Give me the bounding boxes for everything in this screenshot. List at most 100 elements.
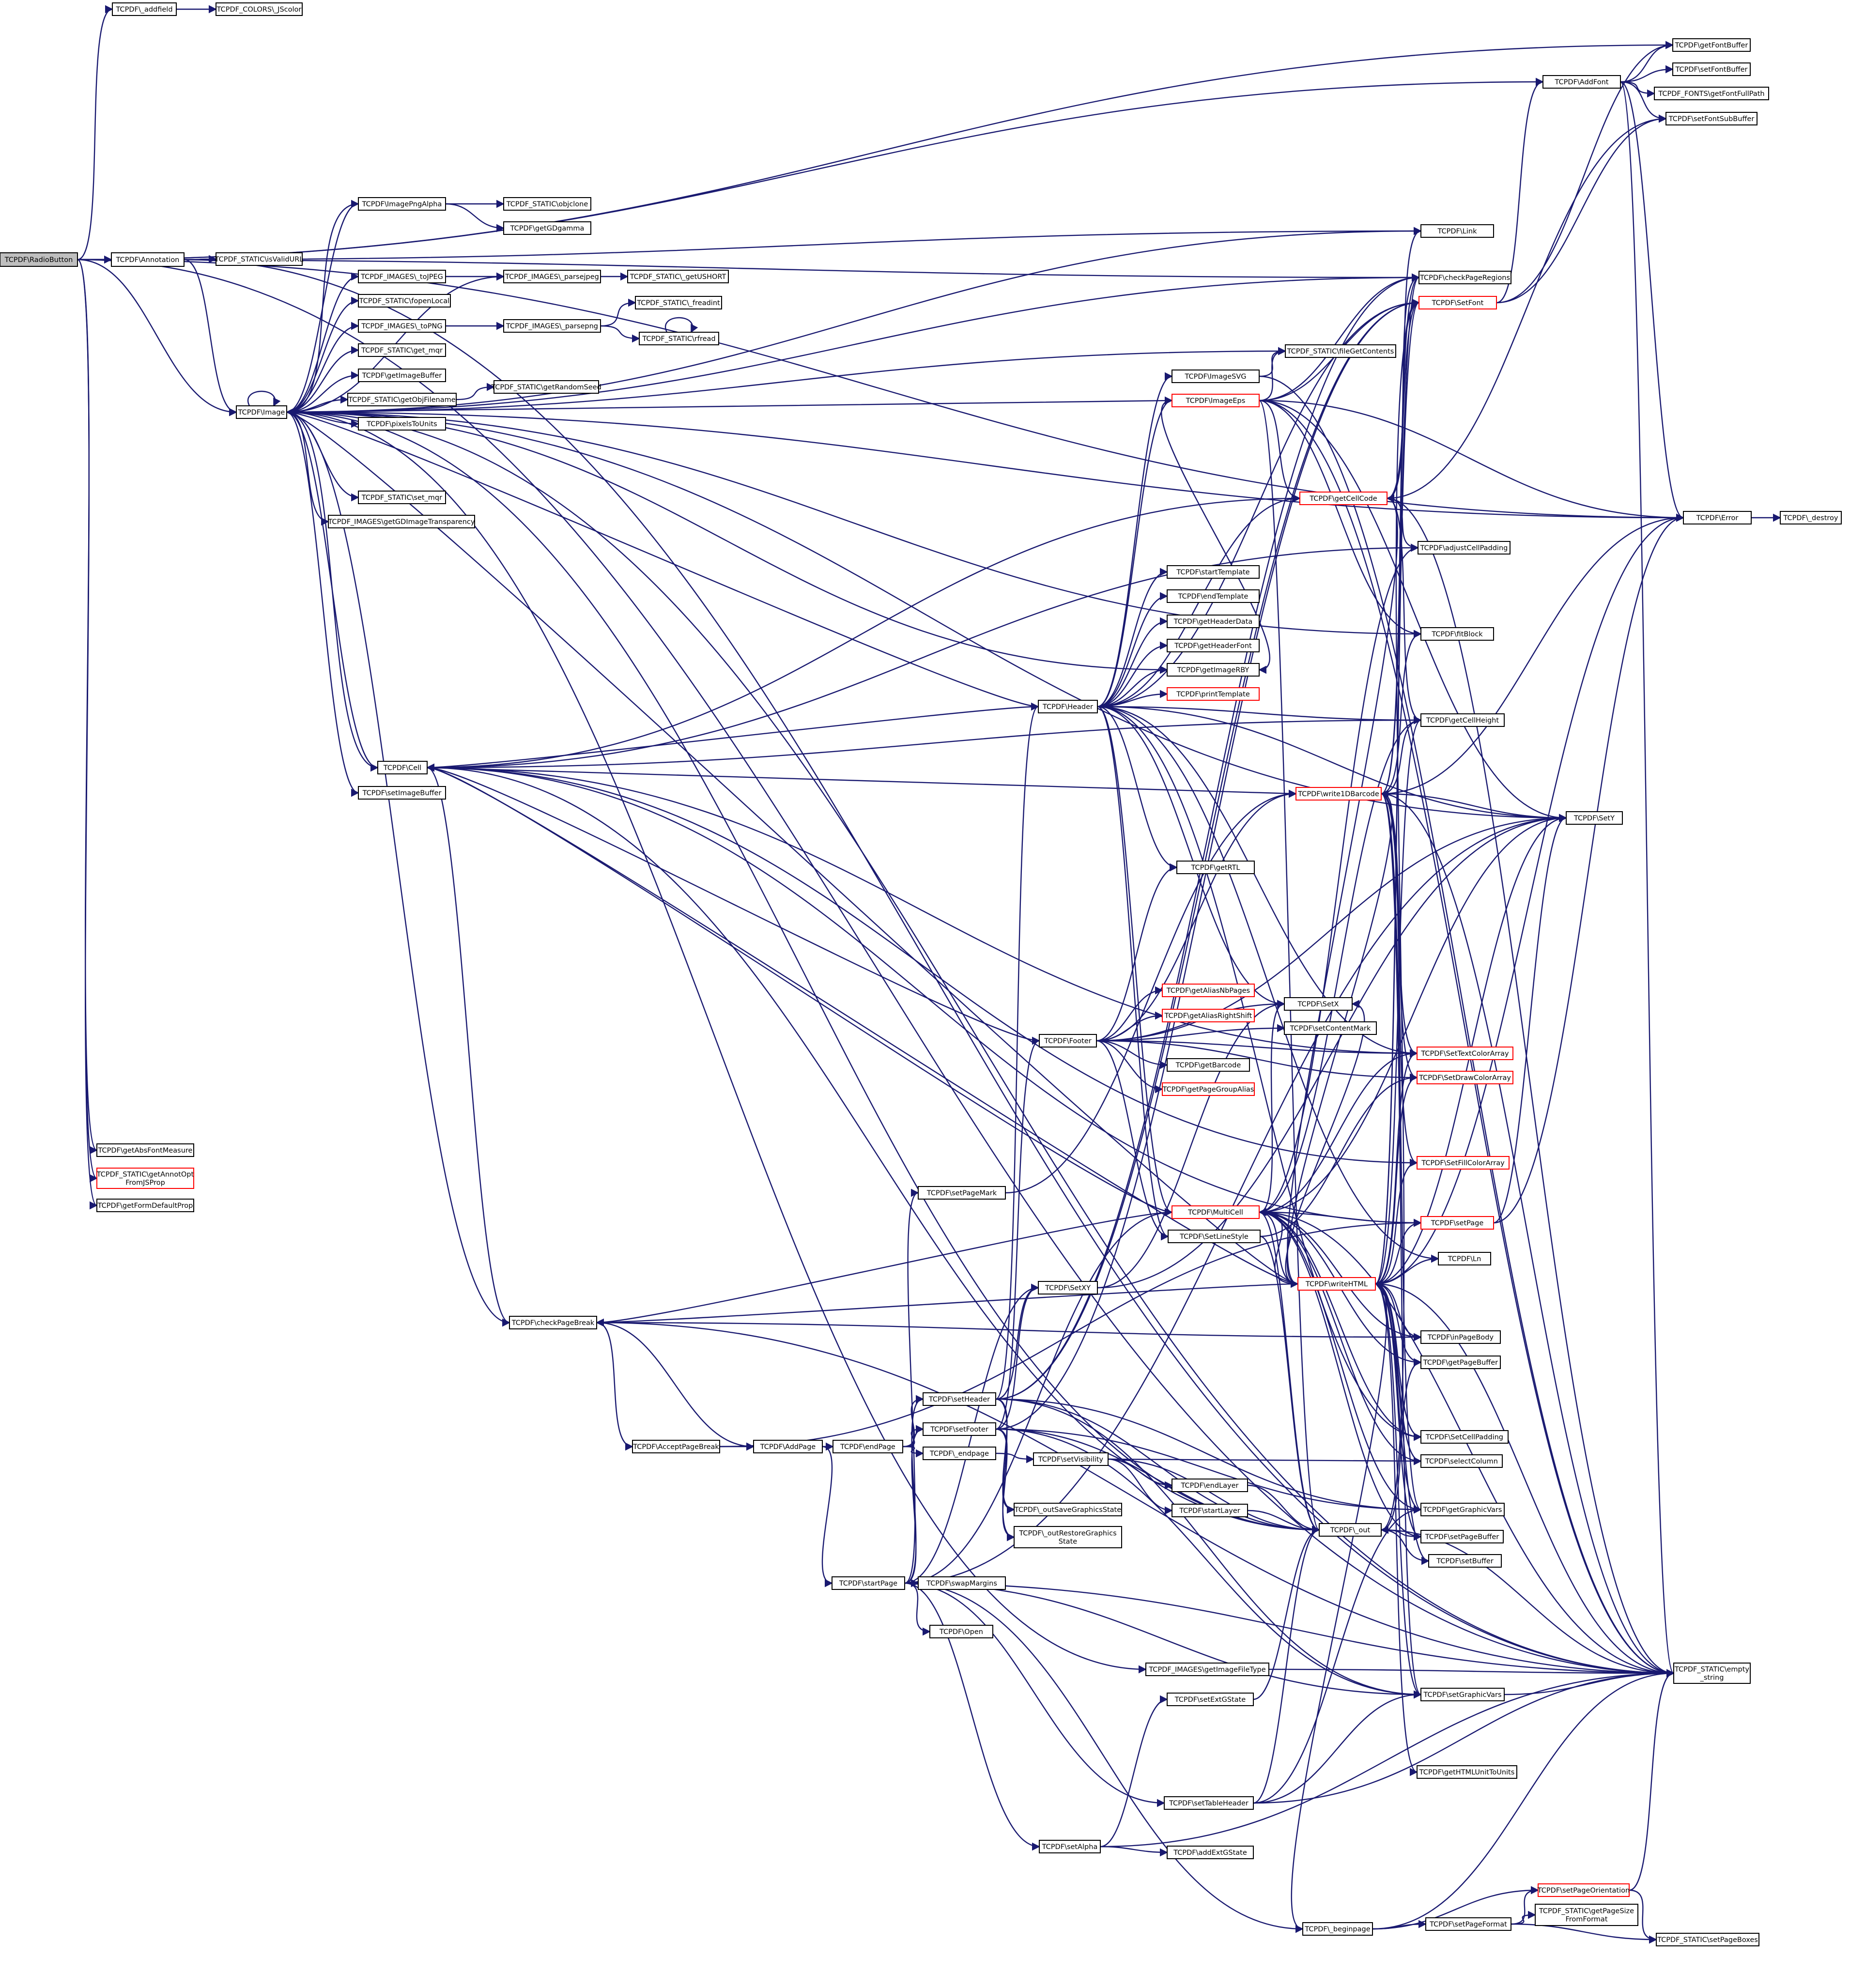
node-box[interactable] <box>918 1576 1006 1590</box>
node-box[interactable] <box>1297 1277 1376 1291</box>
node-box[interactable] <box>1014 1503 1122 1516</box>
node-tcpdf-static-objclone[interactable]: TCPDF_STATIC\objclone <box>503 197 591 211</box>
node-box[interactable] <box>1538 1883 1630 1897</box>
node-box[interactable] <box>832 1576 905 1590</box>
node-tcpdf-inpagebody[interactable]: TCPDF\inPageBody <box>1420 1330 1501 1344</box>
node-tcpdf-endtemplate[interactable]: TCPDF\endTemplate <box>1167 589 1260 603</box>
node-tcpdf-static-isvalidurl[interactable]: TCPDF_STATIC\isValidURL <box>215 252 304 266</box>
node-box[interactable] <box>358 294 451 308</box>
node-tcpdf-addpage[interactable]: TCPDF\AddPage <box>753 1440 823 1453</box>
node-tcpdf-getcellheight[interactable]: TCPDF\getCellHeight <box>1420 713 1505 727</box>
node-tcpdf-setlinestyle[interactable]: TCPDF\SetLineStyle <box>1168 1230 1261 1243</box>
node-box[interactable] <box>1172 1205 1260 1219</box>
node-tcpdf-endlayer[interactable]: TCPDF\endLayer <box>1172 1479 1248 1492</box>
node-box[interactable] <box>216 252 303 266</box>
node-tcpdf-setextgstate[interactable]: TCPDF\setExtGState <box>1167 1693 1254 1706</box>
node-box[interactable] <box>1420 1688 1505 1701</box>
node-tcpdf-getimagebuffer[interactable]: TCPDF\getImageBuffer <box>358 369 446 382</box>
node-tcpdf-getaliasnbpages[interactable]: TCPDF\getAliasNbPages <box>1162 984 1255 997</box>
node-box[interactable] <box>111 252 185 267</box>
node-box[interactable] <box>1167 565 1260 579</box>
node-tcpdf-outsavegraphicsstate[interactable]: TCPDF\_outSaveGraphicsState <box>1014 1503 1122 1516</box>
node-tcpdf-ln[interactable]: TCPDF\Ln <box>1438 1252 1491 1265</box>
node-box[interactable] <box>358 369 446 382</box>
node-box[interactable] <box>1167 589 1260 603</box>
node-box[interactable] <box>1417 1071 1513 1084</box>
node-tcpdf-acceptpagebreak[interactable]: TCPDF\AcceptPageBreak <box>632 1440 720 1453</box>
node-tcpdf-static-filegetcontents[interactable]: TCPDF_STATIC\fileGetContents <box>1285 344 1396 358</box>
node-box[interactable] <box>753 1440 823 1453</box>
node-box[interactable] <box>1168 1230 1261 1243</box>
node-box[interactable] <box>1167 1693 1254 1706</box>
node-tcpdf-static-fopenlocal[interactable]: TCPDF_STATIC\fopenLocal <box>358 294 451 308</box>
node-box[interactable] <box>1162 984 1255 997</box>
node-box[interactable] <box>832 1440 903 1453</box>
node-box[interactable] <box>1683 511 1752 524</box>
node-box[interactable] <box>1014 1526 1122 1548</box>
node-tcpdf-error[interactable]: TCPDF\Error <box>1683 511 1752 524</box>
node-tcpdf-setfooter[interactable]: TCPDF\setFooter <box>923 1422 996 1436</box>
node-tcpdf-setfontbuffer[interactable]: TCPDF\setFontBuffer <box>1672 62 1751 76</box>
node-box[interactable] <box>1425 1917 1511 1931</box>
node-box[interactable] <box>1672 62 1751 76</box>
node-box[interactable] <box>1656 1933 1759 1946</box>
node-box[interactable] <box>1417 1156 1510 1170</box>
node-tcpdf-setpageorientation[interactable]: TCPDF\setPageOrientation <box>1537 1883 1630 1897</box>
node-box[interactable] <box>358 270 446 283</box>
node-tcpdf-radiobutton[interactable]: TCPDF\RadioButton <box>0 252 78 267</box>
node-box[interactable] <box>358 491 446 504</box>
node-tcpdf-open[interactable]: TCPDF\Open <box>929 1625 993 1638</box>
node-box[interactable] <box>1145 1663 1269 1676</box>
node-tcpdf-setxy[interactable]: TCPDF\SetXY <box>1038 1281 1098 1295</box>
node-box[interactable] <box>236 405 287 419</box>
node-box[interactable] <box>1162 1082 1255 1096</box>
node-tcpdf-settableheader[interactable]: TCPDF\setTableHeader <box>1164 1796 1254 1810</box>
node-box[interactable] <box>1420 1454 1503 1468</box>
node-tcpdf-setfillcolorarray[interactable]: TCPDF\SetFillColorArray <box>1417 1156 1510 1170</box>
node-tcpdf-checkpageregions[interactable]: TCPDF\checkPageRegions <box>1418 271 1511 284</box>
node-box[interactable] <box>1420 1430 1509 1444</box>
node-tcpdf-beginpage[interactable]: TCPDF\_beginpage <box>1302 1922 1373 1936</box>
node-tcpdf-static-setpageboxes[interactable]: TCPDF_STATIC\setPageBoxes <box>1656 1933 1759 1946</box>
node-tcpdf-imagepngalpha[interactable]: TCPDF\ImagePngAlpha <box>358 197 446 211</box>
node-tcpdf-setbuffer[interactable]: TCPDF\setBuffer <box>1428 1554 1502 1568</box>
node-box[interactable] <box>1176 861 1255 874</box>
node-tcpdf-static-rfread[interactable]: TCPDF_STATIC\rfread <box>639 332 719 345</box>
node-tcpdf-writehtml[interactable]: TCPDF\writeHTML <box>1297 1277 1376 1291</box>
node-box[interactable] <box>1172 370 1260 383</box>
node-box[interactable] <box>1039 1840 1101 1853</box>
node-tcpdf-getheaderfont[interactable]: TCPDF\getHeaderFont <box>1167 639 1260 652</box>
node-box[interactable] <box>929 1625 993 1638</box>
node-tcpdf-images-parsepng[interactable]: TCPDF_IMAGES\_parsepng <box>503 319 601 333</box>
node-box[interactable] <box>1284 997 1353 1011</box>
node-box[interactable] <box>639 332 719 345</box>
node-tcpdf-endpage[interactable]: TCPDF\endPage <box>832 1440 903 1453</box>
node-tcpdf-sety[interactable]: TCPDF\SetY <box>1566 811 1623 825</box>
node-box[interactable] <box>509 1316 597 1329</box>
node-tcpdf-selectcolumn[interactable]: TCPDF\selectColumn <box>1420 1454 1503 1468</box>
node-tcpdf-settextcolorarray[interactable]: TCPDF\SetTextColorArray <box>1417 1047 1513 1060</box>
node-tcpdf-pixelstounits[interactable]: TCPDF\pixelsToUnits <box>358 417 446 431</box>
node-box[interactable] <box>1542 75 1621 89</box>
node-box[interactable] <box>503 221 591 235</box>
node-box[interactable] <box>503 319 601 333</box>
node-box[interactable] <box>1654 87 1769 100</box>
node-tcpdf-images-parsejpeg[interactable]: TCPDF_IMAGES\_parsejpeg <box>503 270 601 283</box>
node-box[interactable] <box>1420 1216 1494 1230</box>
node-box[interactable] <box>1418 296 1497 309</box>
node-tcpdf-imagesvg[interactable]: TCPDF\ImageSVG <box>1172 370 1260 383</box>
node-box[interactable] <box>96 1168 194 1189</box>
node-box[interactable] <box>1039 1034 1097 1048</box>
node-box[interactable] <box>1038 700 1098 713</box>
node-tcpdf-setdrawcolorarray[interactable]: TCPDF\SetDrawColorArray <box>1417 1071 1513 1084</box>
node-tcpdf-setvisibility[interactable]: TCPDF\setVisibility <box>1033 1452 1109 1466</box>
node-tcpdf-static-freadint[interactable]: TCPDF_STATIC\_freadint <box>635 296 722 309</box>
node-tcpdf-getpagegroupalias[interactable]: TCPDF\getPageGroupAlias <box>1162 1082 1255 1096</box>
node-box[interactable] <box>0 252 78 267</box>
node-box[interactable] <box>1295 787 1382 801</box>
node-box[interactable] <box>1172 1479 1248 1492</box>
node-tcpdf-cell[interactable]: TCPDF\Cell <box>377 761 428 774</box>
node-tcpdf-fitblock[interactable]: TCPDF\fitBlock <box>1420 627 1494 641</box>
node-tcpdf-startlayer[interactable]: TCPDF\startLayer <box>1172 1504 1248 1517</box>
node-box[interactable] <box>1420 1356 1501 1369</box>
